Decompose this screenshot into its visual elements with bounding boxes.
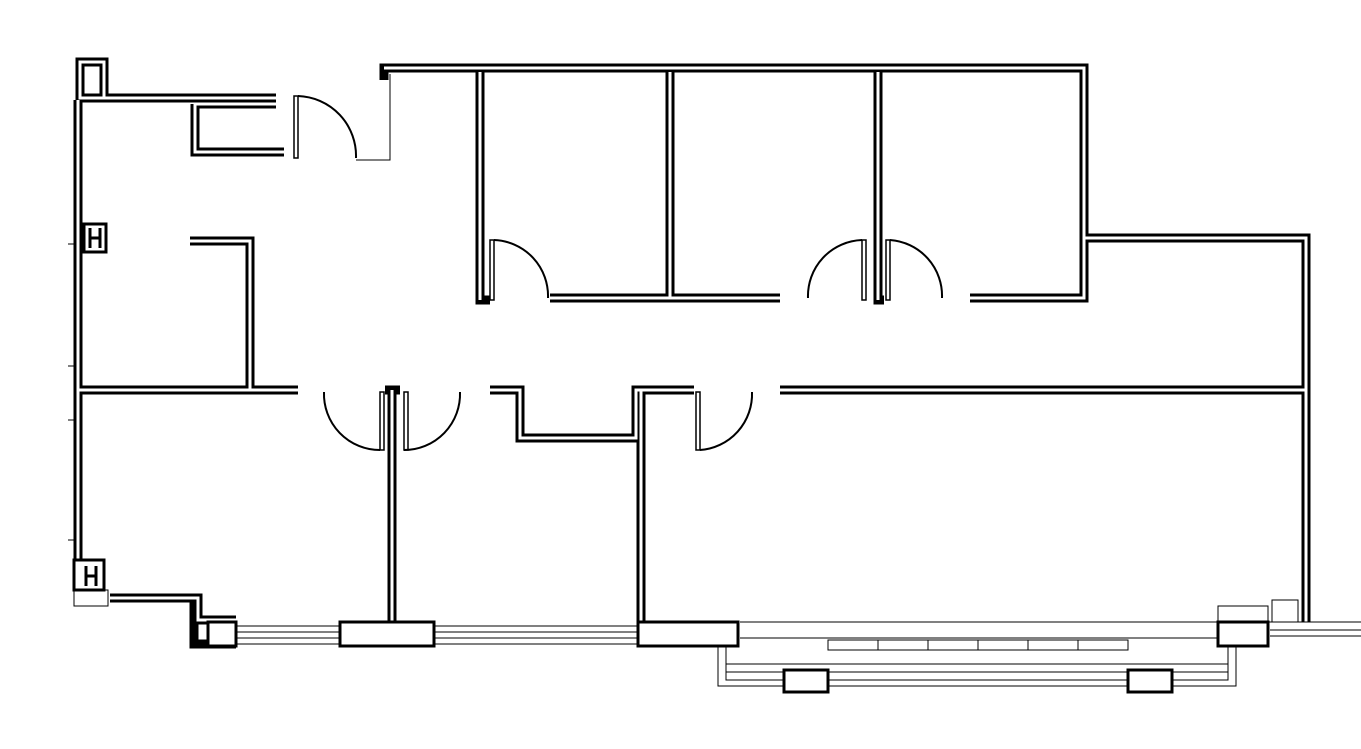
walls	[73, 57, 1311, 649]
pier-2	[338, 620, 436, 648]
pier-3	[636, 620, 740, 648]
bay-window-outer	[717, 646, 1237, 687]
pier-5	[782, 668, 830, 694]
north-wall-core	[384, 66, 1308, 390]
north-wall	[379, 63, 1311, 390]
office1-door-leaf	[489, 239, 495, 301]
office2-door-leaf	[861, 239, 867, 301]
west-room-partition-core	[190, 239, 252, 390]
entry-frame	[356, 74, 391, 161]
wall-outline-layer	[73, 57, 1311, 649]
office3-south-wall	[970, 238, 1089, 303]
lower-room1-door-swing	[322, 391, 381, 451]
corridor-south-wall-c-core	[490, 388, 694, 440]
closet-wall-core	[193, 104, 284, 154]
lower-room3-door-leaf	[695, 391, 701, 451]
pier-4	[1216, 620, 1270, 648]
office3-door-swing	[889, 239, 944, 299]
closet-wall	[190, 104, 284, 157]
office2-door-swing	[806, 239, 863, 299]
details	[68, 228, 1299, 623]
lower-room2-door-swing	[403, 391, 462, 451]
south-wall-left	[110, 593, 236, 625]
west-room-partition	[190, 236, 255, 390]
office3-south-wall-core	[970, 238, 1086, 300]
south-window-band	[236, 621, 1361, 687]
bay-window-inner	[725, 646, 1229, 681]
corner-column	[75, 57, 109, 103]
pier-6	[1126, 668, 1174, 694]
h-symbol-lower	[84, 566, 98, 586]
doors	[293, 74, 944, 451]
entry-door-swing	[297, 95, 358, 159]
office1-door-swing	[493, 239, 550, 299]
lower-room1-door-leaf	[379, 391, 385, 451]
corner-detail-box	[1217, 605, 1269, 623]
lower-room3-door-swing	[699, 391, 754, 451]
wall-core-layer	[76, 60, 1308, 626]
pier-1	[206, 620, 238, 648]
entry-door-leaf	[293, 95, 299, 159]
sw-corner-detail	[73, 589, 109, 607]
south-wall-left-core	[110, 596, 236, 622]
corner-column-core	[78, 60, 106, 100]
office3-door-leaf	[885, 239, 891, 301]
east-corner-detail	[1271, 599, 1299, 623]
h-symbol-upper	[88, 228, 102, 248]
lower-room2-door-leaf	[403, 391, 409, 451]
